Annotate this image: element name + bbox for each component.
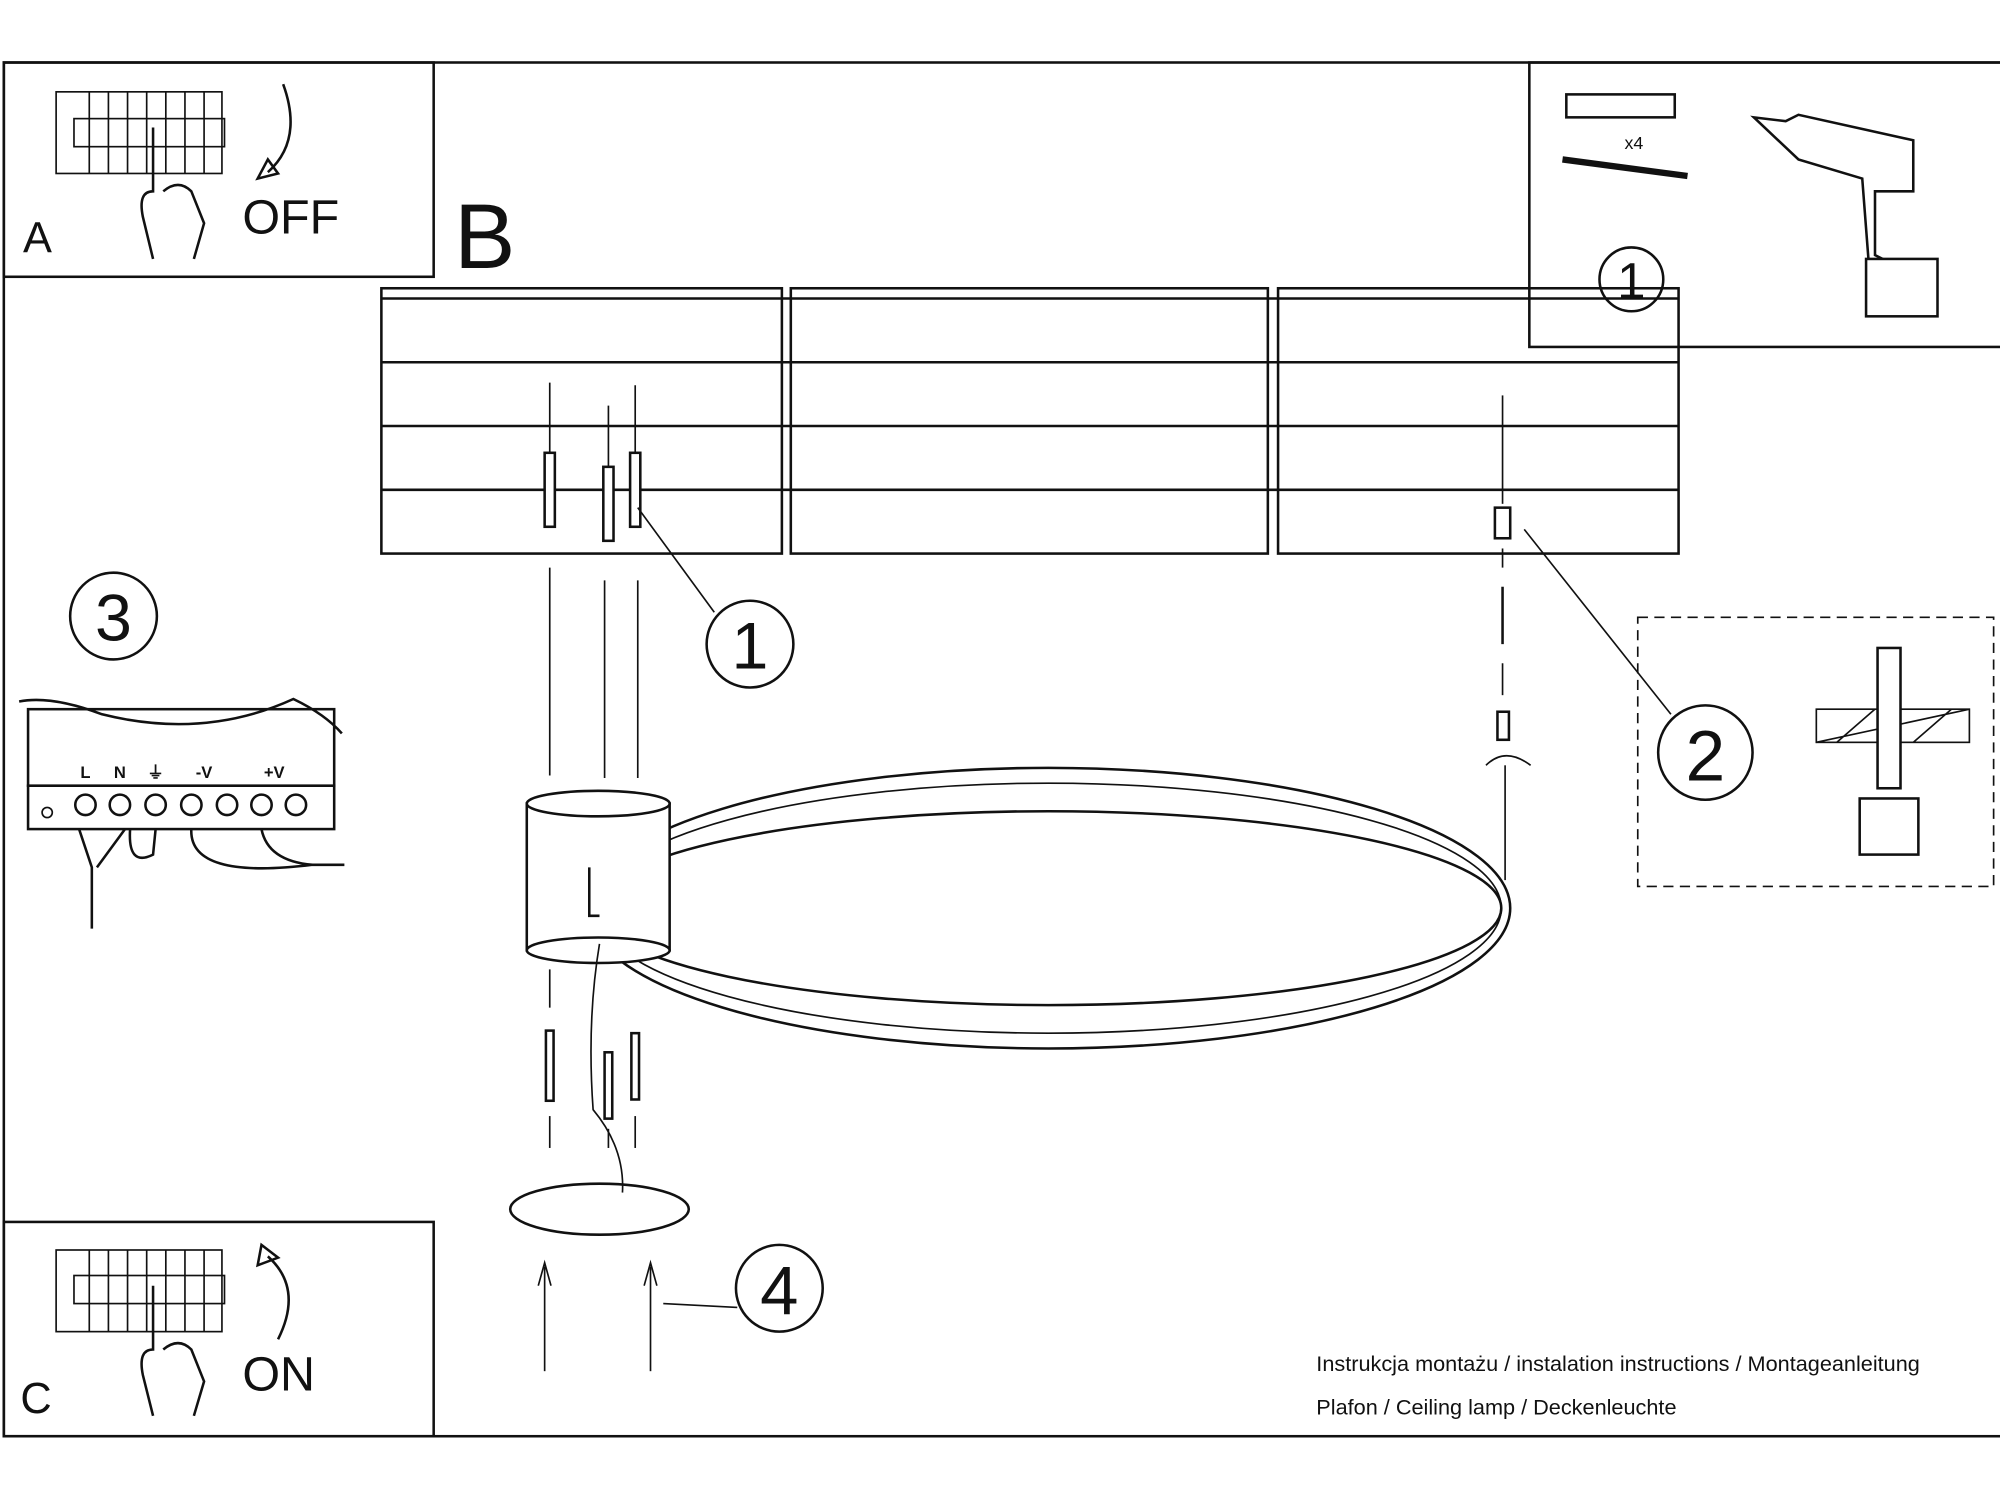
- panel-b-letter: B: [454, 186, 515, 288]
- panel-a-letter: A: [23, 215, 52, 263]
- step-1-label: 1: [732, 609, 769, 683]
- terminal-l-label: L: [80, 763, 90, 782]
- up-arrows: [537, 1259, 738, 1372]
- off-label: OFF: [242, 190, 339, 244]
- mounting-hook: [1485, 395, 1532, 881]
- circuit-breaker-icon: [55, 1249, 226, 1333]
- arrow-down-icon: [267, 83, 292, 174]
- terminal-n-label: N: [114, 763, 126, 782]
- canopy: [525, 802, 671, 952]
- step-4-label: 4: [760, 1252, 798, 1329]
- ring-lamp: [525, 766, 1512, 1050]
- wall-plugs: [543, 382, 642, 779]
- screw-icon: [1562, 156, 1688, 180]
- step-1-marker: [705, 599, 795, 689]
- on-label: ON: [242, 1347, 315, 1401]
- tools-step-label: 1: [1617, 252, 1645, 309]
- hand-icon: [140, 127, 206, 260]
- step-3-label: 3: [95, 581, 132, 655]
- hand-icon: [140, 1285, 206, 1417]
- circuit-breaker-icon: [55, 91, 226, 175]
- panel-a-switch-off: A OFF: [2, 61, 435, 279]
- power-supply-terminal: 3 L N ⏚ -V +V: [18, 571, 345, 929]
- quantity-label: x4: [1624, 133, 1643, 153]
- detail-hook-box: [1636, 616, 1995, 888]
- terminal-minus-v-label: -V: [196, 763, 213, 782]
- step-2-marker: [1656, 704, 1754, 802]
- terminal-plus-v-label: +V: [264, 763, 285, 782]
- wall-plug-icon: [1565, 93, 1677, 119]
- panel-c-switch-on: C ON: [2, 1220, 435, 1438]
- canopy-screws: [544, 943, 641, 1193]
- page-frame: [2, 61, 2000, 1438]
- drill-icon: [1750, 113, 1939, 318]
- footer-instructions-title: Instrukcja montażu / instalation instruc…: [1316, 1351, 1920, 1376]
- arrow-up-icon: [267, 1255, 290, 1340]
- step-4-marker: [734, 1243, 824, 1333]
- mounting-plate: [508, 1182, 691, 1236]
- tools-box: x4 1: [1528, 61, 2000, 349]
- ground-icon: ⏚: [147, 763, 164, 782]
- panel-c-letter: C: [20, 1375, 51, 1423]
- step-2-label: 2: [1685, 717, 1725, 797]
- ceiling-panels: [380, 286, 1680, 555]
- footer-product-type: Plafon / Ceiling lamp / Deckenleuchte: [1316, 1395, 1676, 1420]
